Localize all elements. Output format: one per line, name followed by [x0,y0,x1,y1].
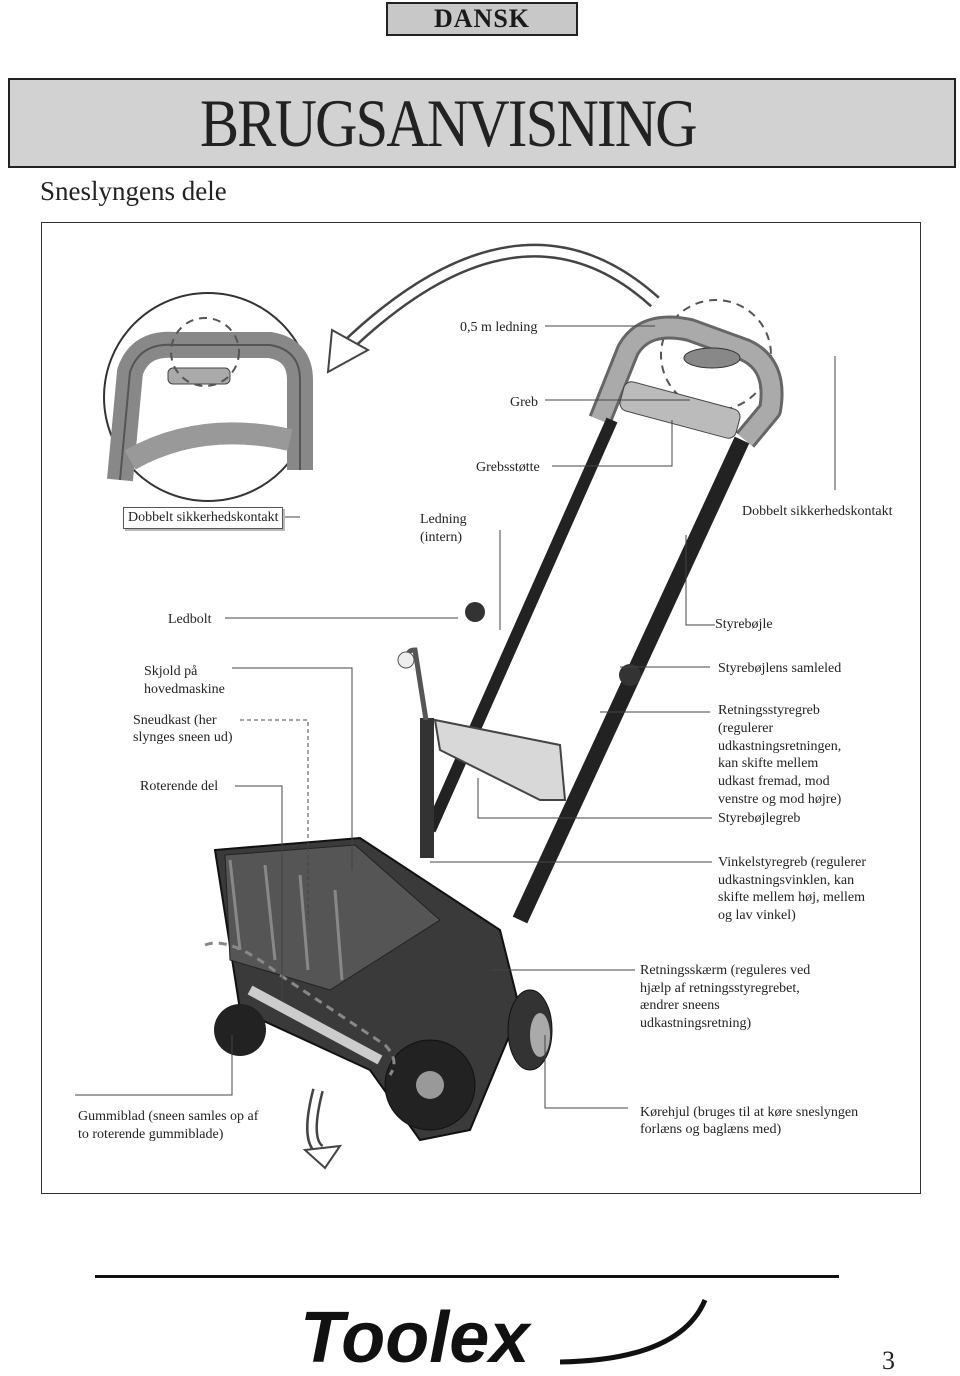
label-direction-lever-4: kan skifte mellem [718,756,819,771]
label-pivot-bolt: Ledbolt [168,612,212,627]
label-angle-lever-4: og lav vinkel) [718,908,796,923]
label-grip: Greb [510,395,538,410]
label-deflector-1: Retningsskærm (reguleres ved [640,963,811,978]
handle-bar [397,315,784,924]
label-cord-internal-1: Ledning [420,512,467,527]
label-direction-lever-1: Retningsstyregreb [718,703,820,718]
label-safety-switch-right: Dobbelt sikkerhedskontakt [742,504,893,519]
label-cord: 0,5 m ledning [460,320,538,335]
label-safety-switch-left: Dobbelt sikkerhedskontakt [123,507,284,529]
label-angle-lever-3: skifte mellem høj, mellem [718,890,865,905]
housing [204,836,553,1142]
label-cord-internal-2: (intern) [420,530,462,545]
label-wheels-1: Kørehjul (bruges til at køre sneslyngen [640,1105,859,1120]
label-rubber-blade-1: Gummiblad (sneen samles op af [78,1109,259,1124]
footer-rule [95,1275,839,1278]
label-shield-2: hovedmaskine [144,682,225,697]
figure-frame [41,222,921,1194]
label-handle-joint: Styrebøjlens samleled [718,661,842,676]
page-title: BRUGSANVISNING [200,85,698,161]
label-rotor: Roterende del [140,779,219,794]
label-deflector-2: hjælp af retningsstyregrebet, [640,981,800,996]
page-number: 3 [882,1346,895,1375]
title-banner [8,78,956,168]
label-wheels-2: forlæns og baglæns med) [640,1122,782,1137]
section-subtitle: Sneslyngens dele [40,176,227,206]
label-chute-2: slynges sneen ud) [133,730,233,745]
label-rubber-blade-2: to roterende gummiblade) [78,1127,224,1142]
label-shield-1: Skjold på [144,664,198,679]
label-chute-1: Sneudkast (her [133,713,217,728]
label-angle-lever-1: Vinkelstyregreb (regulerer [718,855,867,870]
label-handle: Styrebøjle [715,617,773,632]
toolex-logo: Toolex [300,1298,708,1374]
magnify-arrow [326,243,660,374]
label-deflector-3: ændrer sneens [640,998,720,1013]
label-direction-lever-6: venstre og mod højre) [718,792,842,807]
discharge-arrow [302,1088,343,1170]
label-handle-grip: Styrebøjlegreb [718,811,801,826]
leader-lines [75,325,836,1109]
magnified-detail [103,292,313,502]
language-badge: DANSK [386,2,578,36]
label-grip-support: Grebsstøtte [476,460,540,475]
logo-text: Toolex [300,1298,532,1374]
label-direction-lever-2: (regulerer [718,721,774,736]
label-angle-lever-2: udkastningsvinklen, kan [718,873,855,888]
label-deflector-4: udkastningsretning) [640,1016,752,1031]
label-direction-lever-3: udkastningsretningen, [718,739,842,754]
label-direction-lever-5: udkast fremad, mod [718,774,830,789]
